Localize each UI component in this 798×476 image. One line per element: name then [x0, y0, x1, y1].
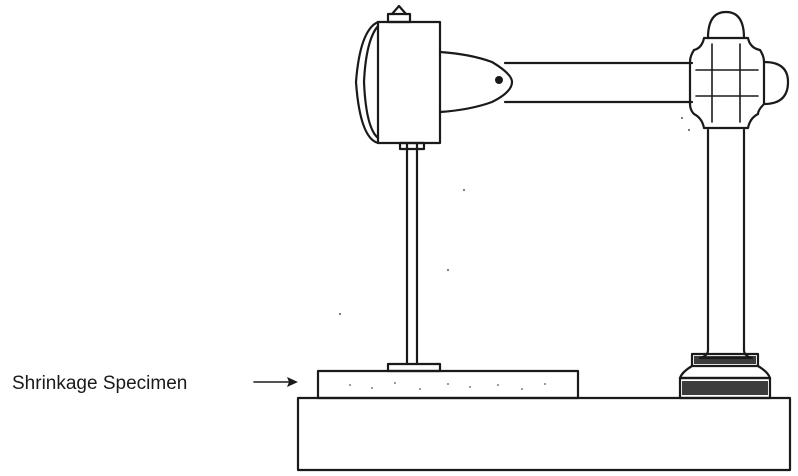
dial-gauge: [354, 4, 442, 151]
lower-anvil: [386, 362, 442, 373]
arrow-right-icon: [253, 377, 298, 387]
plunger-rod: [405, 141, 419, 366]
scan-specks: [339, 117, 690, 315]
clamp-block: [688, 10, 790, 130]
horizontal-arm: [438, 50, 694, 114]
specimen-label: Shrinkage Specimen: [12, 373, 298, 394]
base-block: [296, 396, 792, 472]
specimen-label-text: Shrinkage Specimen: [12, 373, 187, 394]
column-base: [678, 352, 772, 400]
shrinkage-specimen: [316, 369, 580, 400]
support-column: [698, 128, 754, 360]
